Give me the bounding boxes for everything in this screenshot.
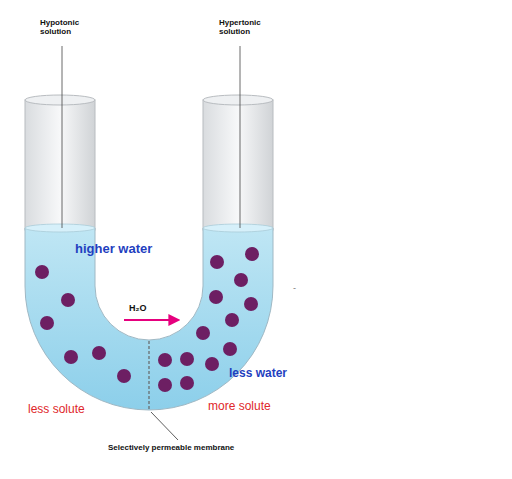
tube-label: Hypotonic solution: [40, 18, 92, 36]
solute-particle: [223, 342, 237, 356]
water-label: less water: [229, 367, 319, 381]
hypotonic-leader: [62, 46, 63, 228]
right-tube: [203, 100, 273, 230]
solute-particle: [158, 378, 172, 392]
left-tube-rim: [25, 95, 95, 105]
solute-particle: [209, 290, 223, 304]
solute-particle: [196, 326, 210, 340]
solute-particle: [117, 369, 131, 383]
tube-label: Hypertonic solution: [219, 18, 275, 36]
solute-particle: [92, 346, 106, 360]
solute-particle: [180, 376, 194, 390]
solute-particle: [40, 316, 54, 330]
right-tube-rim: [203, 95, 273, 105]
membrane-leader: [151, 412, 178, 440]
solute-particle: [61, 293, 75, 307]
left-meniscus: [25, 224, 95, 232]
solute-particle: [234, 273, 248, 287]
left-tube: [25, 100, 95, 230]
hypertonic-leader: [240, 46, 241, 228]
solute-label: more solute: [208, 400, 298, 414]
solute-particle: [245, 247, 259, 261]
solute-particle: [210, 255, 224, 269]
solute-particle: [180, 352, 194, 366]
solute-particle: [205, 357, 219, 371]
solute-particles: [35, 247, 259, 392]
molecule-label: H₂O: [129, 303, 169, 313]
right-meniscus: [203, 224, 273, 232]
solute-particle: [158, 353, 172, 367]
solute-particle: [225, 313, 239, 327]
solute-particle: [244, 297, 258, 311]
solute-particle: [35, 265, 49, 279]
water-flow-arrow: [124, 319, 178, 321]
stray-mark: -: [293, 283, 305, 293]
solute-label: less solute: [28, 403, 118, 417]
membrane-label: Selectively permeable membrane: [108, 443, 328, 452]
water-label: higher water: [75, 242, 195, 257]
membrane: [148, 341, 149, 409]
solute-particle: [64, 350, 78, 364]
solution-liquid: [25, 228, 273, 410]
